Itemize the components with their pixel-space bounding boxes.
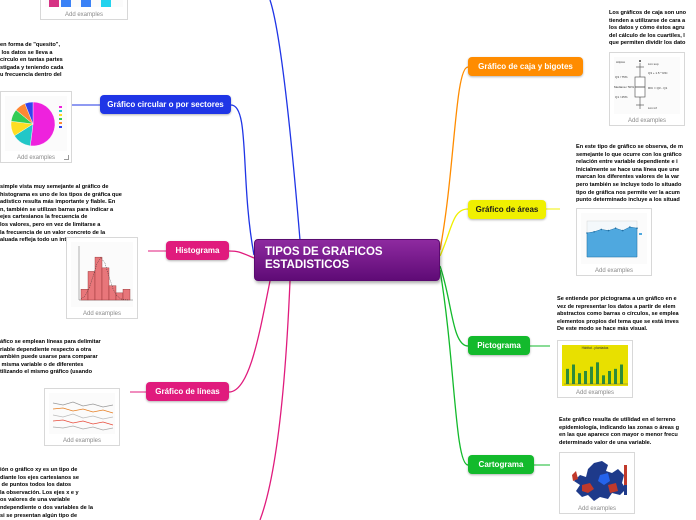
legend-swatch [59,110,62,112]
pictogram-title: Hábitat - plantadas [581,346,609,350]
add-examples-label[interactable]: Add examples [594,268,634,274]
thumb-pictogram[interactable]: Hábitat - plantadas Add examples [557,340,633,398]
link-areas [439,208,469,257]
boxplot-label: Atípico [616,60,626,64]
histogram-bar [87,271,96,301]
boxplot-label: Lim sup [648,62,659,66]
add-examples-label[interactable]: Add examples [575,390,615,396]
node-grafico-areas[interactable]: Gráfico de áreas [468,200,546,219]
link-circular [230,104,255,256]
pictogram-bar [596,362,599,384]
histogram-bar [94,256,103,301]
desc-pictograma: Se entiende por pictograma a un gráfico … [557,296,679,333]
node-histograma[interactable]: Histograma [166,241,229,260]
desc-histograma: simple vista muy semejante al gráfico de… [0,184,122,244]
pie-slice [30,101,56,147]
node-cartograma[interactable]: Cartograma [468,455,534,474]
data-point [621,229,624,232]
node-grafico-circular[interactable]: Gráfico circular o por sectores [100,95,231,114]
histogram-bar [101,267,110,301]
histogram-bar [108,285,117,301]
legend-swatch [59,126,62,128]
data-point [636,227,638,229]
thumb-line-chart[interactable]: Add examples [44,388,120,446]
node-caja-bigotes[interactable]: Gráfico de caja y bigotes [468,57,583,76]
pictogram-bar [614,368,617,384]
desc-lineas: áfico se emplean líneas para delimitar r… [0,339,101,376]
line-chart [52,401,114,431]
add-examples-label[interactable]: Add examples [82,311,122,317]
boxplot-label: RIC = Q3 - Q1 [648,86,668,90]
boxplot-label: Lim inf [648,106,657,110]
europe-map [572,461,627,501]
data-point [600,228,603,231]
desc-areas: En este tipo de gráfico se observa, de m… [576,144,683,204]
data-point [614,227,617,229]
data-point [586,232,588,234]
pie-slice [24,101,34,125]
link-pictograma [439,265,469,347]
histogram-bar [122,289,131,301]
legend-swatch [639,233,642,235]
central-topic[interactable]: TIPOS DE GRAFICOS ESTADISTICOS [254,239,440,281]
link-blue-top [269,0,301,241]
desc-cartograma: Este gráfico resulta de utilidad en el t… [559,417,679,446]
thumb-boxplot[interactable]: Atípico Q3 / 75% Mediana / 50% Q1 / 25% … [609,52,685,126]
pictogram-bar [584,371,587,384]
desc-cajas: Los gráficos de caja son uno tienden a u… [609,10,687,47]
pictogram-bar [572,364,575,384]
histogram-chart [78,246,133,301]
data-point [607,229,610,232]
boxplot-label: Q3 / 75% [615,75,628,79]
thumb-top[interactable]: Add examples [40,0,128,20]
boxplot-label: Q3 + 1.5 * RIC [648,71,668,75]
add-examples-label[interactable]: Add examples [577,506,617,512]
boxplot-label: Q1 / 25% [615,95,628,99]
thumb-area-chart[interactable]: Add examples [576,208,652,276]
thumb-histogram[interactable]: Add examples [66,237,138,319]
pie-chart [10,101,62,147]
add-examples-label[interactable]: Add examples [62,438,102,444]
desc-circular: en forma de "quesito", los datos se llev… [0,42,64,79]
boxplot-label: Mediana / 50% [614,85,634,89]
thumb-top-bars [49,0,111,7]
link-cajas [439,66,469,251]
legend-swatch [59,118,62,120]
pictogram-bar [578,373,581,384]
node-pictograma[interactable]: Pictograma [468,336,530,355]
density-curve [80,257,130,301]
pictogram-bar [602,375,605,384]
link-cartograma [439,269,469,466]
add-examples-label[interactable]: Add examples [627,118,667,124]
thumb-pie-chart[interactable]: Add examples [0,91,72,163]
legend-swatch [59,122,62,124]
pictogram-bar [590,366,593,384]
area-chart [586,220,642,258]
link-dispersion [259,280,291,520]
pictogram-bar [620,364,623,384]
link-lineas [228,280,271,393]
thumb-cartogram[interactable]: Add examples [559,452,635,514]
add-examples-label[interactable]: Add examples [16,155,56,161]
legend-swatch [59,114,62,116]
histogram-bar [80,289,89,301]
add-examples-label[interactable]: Add examples [64,12,104,18]
data-point [593,231,595,233]
pictogram-bar [566,368,569,384]
pictogram-chart [564,362,628,385]
node-grafico-lineas[interactable]: Gráfico de líneas [146,382,229,401]
data-point [629,226,631,228]
desc-dispersion: ión o gráfico xy es un tipo de diante lo… [0,467,93,519]
pictogram-bar [608,371,611,384]
boxplot-chart: Atípico Q3 / 75% Mediana / 50% Q1 / 25% … [614,60,668,110]
legend-swatch [59,106,62,108]
link-histograma [228,250,255,259]
